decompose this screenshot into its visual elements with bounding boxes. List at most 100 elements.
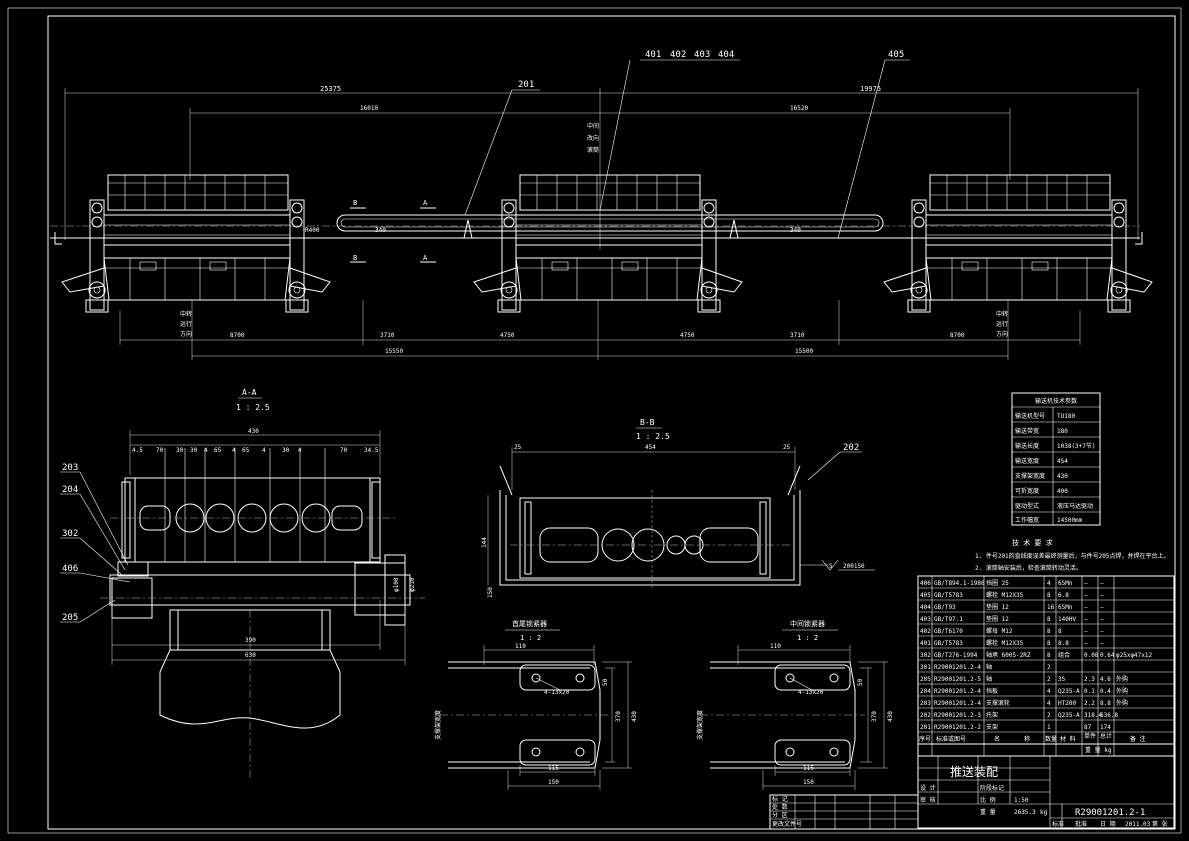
cell: R29001201.2-5 xyxy=(934,676,981,683)
detail-right-view xyxy=(700,629,888,790)
carriage-unit xyxy=(61,174,331,313)
balloon-205: 205 xyxy=(62,613,78,623)
cell: GB/T6170 xyxy=(934,628,963,635)
spec-val-8: 14500mm xyxy=(1057,517,1083,524)
label-height: 340 xyxy=(375,227,386,234)
dim-row2-left: 15550 xyxy=(385,348,403,355)
tb-weight-label: 重 量 xyxy=(980,808,996,816)
cell: GB/T5783 xyxy=(934,592,963,599)
detail-left-dim-h1: 370 xyxy=(615,711,622,722)
tech-notes-title: 技 术 要 求 xyxy=(1012,538,1053,547)
dim-row1-6: 8700 xyxy=(950,332,965,339)
section-bb-weld-note: 200150 xyxy=(843,563,865,570)
spec-key-2: 输送带宽 xyxy=(1015,427,1039,435)
cell: 204 xyxy=(920,688,931,695)
cell: 螺栓 M12X35 xyxy=(986,639,1024,647)
cell: 4 xyxy=(1047,700,1051,707)
cell: — xyxy=(1100,604,1104,611)
detail-right-dim-inner: 115 xyxy=(803,765,814,772)
aa-dim-s8: 65 xyxy=(242,447,250,454)
dim-total-right: 19975 xyxy=(860,85,881,93)
header-cell: 数量 xyxy=(1045,735,1057,743)
cell: 2.3 xyxy=(1084,676,1095,683)
detail-left-hole: 4-13x20 xyxy=(544,689,570,696)
section-bb-scale: 1 : 2.5 xyxy=(636,432,670,441)
change-col-2: 处 数 xyxy=(772,803,788,811)
section-aa-scale: 1 : 2.5 xyxy=(236,403,270,412)
cell: 202 xyxy=(920,712,931,719)
cell: 2.2 xyxy=(1084,700,1095,707)
cell: 组合 xyxy=(1058,651,1070,659)
aa-dim-s9: 4 xyxy=(262,447,266,454)
cell: 4 xyxy=(1047,580,1051,587)
side-label-left-3: 方向 xyxy=(180,330,192,338)
change-col-1: 标 记 xyxy=(772,795,788,803)
cell: 201 xyxy=(920,724,931,731)
detail-right-dim-h1: 370 xyxy=(871,711,878,722)
tb-footer-2: 批准 xyxy=(1075,820,1087,828)
cell: HT200 xyxy=(1058,700,1076,707)
tb-scale: 1:50 xyxy=(1014,797,1029,804)
dim-inner-right: 16520 xyxy=(790,105,808,112)
cell: R29001201.2-4 xyxy=(934,688,981,695)
cell: 外购 xyxy=(1116,687,1128,695)
cell: GB/T93 xyxy=(934,604,956,611)
mid-label-3: 滚筒 xyxy=(587,146,599,154)
cell: GB/T97.1 xyxy=(934,616,963,623)
cell: R29001201.2-4 xyxy=(934,664,981,671)
cell: 174 xyxy=(1100,724,1111,731)
cell: — xyxy=(1084,628,1088,635)
balloon-405: 405 xyxy=(888,50,904,60)
main-elevation-view: 25375 19975 16010 16520 中间 改向 滚筒 xyxy=(50,59,1153,360)
dim-row1-1: 8700 xyxy=(230,332,245,339)
parts-row-204: 204 R29001201.2-4 挡板 4 Q235-A 0.1 0.4 外购 xyxy=(920,687,1128,695)
parts-row-406: 406 GB/T894.1-1986 挡圈 25 4 65Mn — — xyxy=(920,579,1104,587)
detail-left-title: 首尾锁紧器 xyxy=(512,619,547,628)
cell: Q235-A xyxy=(1058,712,1080,719)
change-col-3: 分 区 xyxy=(772,811,788,819)
section-aa-title: A-A xyxy=(242,388,257,397)
spec-key-3: 输送长度 xyxy=(1015,442,1039,450)
aa-dim-s12: 70 xyxy=(340,447,348,454)
parts-header-row: 序号 标准或图号 名 称 数量 材 料 单件 总计 备 注 重 量 kg xyxy=(919,732,1146,754)
cell: 2 xyxy=(1047,712,1051,719)
cell: 636.8 xyxy=(1100,712,1118,719)
aa-dim-s6: 65 xyxy=(214,447,222,454)
cell: 406 xyxy=(920,580,931,587)
cell: 挡圈 25 xyxy=(986,579,1009,587)
detail-right-label: 支撑架宽度 xyxy=(696,710,704,740)
detail-right-hole: 4-13x20 xyxy=(798,689,824,696)
header-cell: 标准或图号 xyxy=(936,735,966,743)
cell: — xyxy=(1084,580,1088,587)
header-cell: 总计 xyxy=(1100,732,1112,740)
tb-footer-date: 2011.03 xyxy=(1125,821,1151,828)
cell: 301 xyxy=(920,664,931,671)
balloon-406: 406 xyxy=(62,564,78,574)
cell: 203 xyxy=(920,700,931,707)
cell: R29001201.2-3 xyxy=(934,712,981,719)
dim-row2-right: 15500 xyxy=(795,348,813,355)
outer-border xyxy=(7,7,1182,834)
spec-val-6: 400 xyxy=(1057,488,1068,495)
cell: 65Mn xyxy=(1058,604,1073,611)
header-cell: 材 料 xyxy=(1060,735,1076,743)
section-bb-dim-small: 150 xyxy=(487,587,494,598)
inner-frame xyxy=(47,15,1176,830)
cell: 8 xyxy=(1047,592,1051,599)
mid-label-2: 改向 xyxy=(587,134,599,142)
dim-inner-left: 16010 xyxy=(360,105,378,112)
spec-val-1: TU180 xyxy=(1057,413,1075,420)
cell: GB/T5783 xyxy=(934,640,963,647)
spec-key-1: 输送机型号 xyxy=(1015,412,1045,420)
detail-left-scale: 1 : 2 xyxy=(520,634,541,642)
section-a-top: A xyxy=(423,199,428,207)
parts-row-402: 402 GB/T6170 螺母 M12 8 8 — — xyxy=(920,627,1104,635)
dim-total-left: 25375 xyxy=(320,85,341,93)
balloon-403: 403 xyxy=(694,50,710,60)
section-aa-view xyxy=(60,397,425,780)
cell: 4 xyxy=(1047,688,1051,695)
cell: 轴 xyxy=(986,675,992,683)
spec-key-4: 输送宽度 xyxy=(1015,457,1039,465)
header-cell: 单件 xyxy=(1084,732,1096,740)
aa-dim-s11: 4 xyxy=(298,447,302,454)
